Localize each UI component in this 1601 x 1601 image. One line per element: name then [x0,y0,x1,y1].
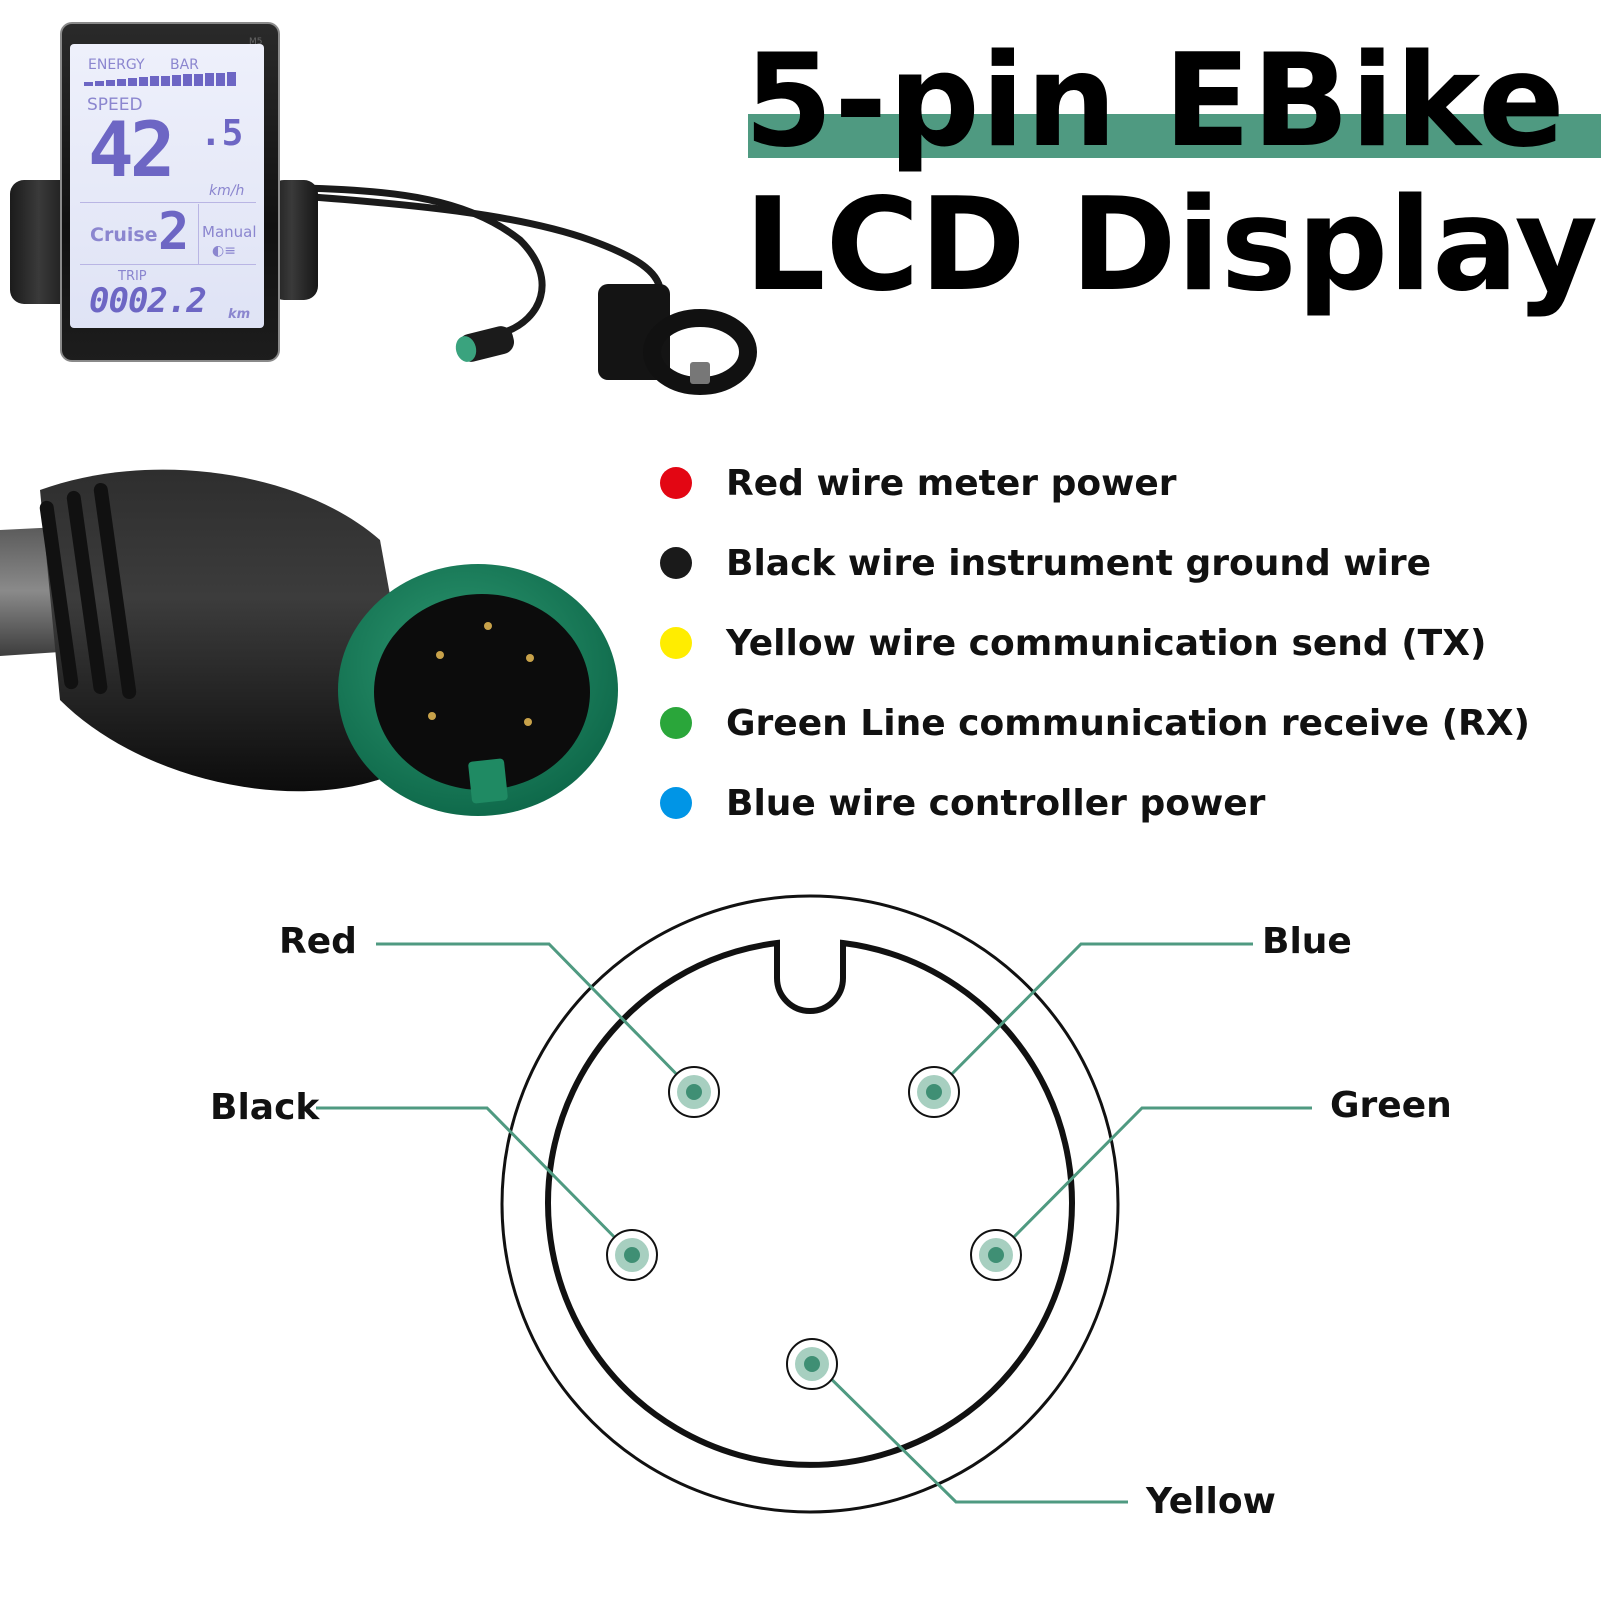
lcd-divider-2 [198,204,199,264]
trip-value: 0002.2 [89,281,207,321]
energy-bar-segments [84,72,254,86]
connector-plug-illustration [0,469,618,816]
pin-label-black: Black [210,1087,320,1128]
legend-item-blue: Blue wire controller power [660,775,1265,831]
display-cables [299,184,757,395]
speed-label: SPEED [87,95,143,115]
yellow-dot-icon [660,627,692,659]
blue-dot-icon [660,787,692,819]
legend-label: Blue wire controller power [726,782,1266,824]
trip-label: TRIP [118,269,147,284]
lcd-divider-1 [80,202,256,203]
pin-red [668,1066,720,1118]
pin-blue [908,1066,960,1118]
legend-label: Yellow wire communication send (TX) [726,622,1487,664]
red-dot-icon [660,467,692,499]
leader-line-black [316,1106,634,1257]
cruise-level: 2 [158,202,190,262]
manual-label: Manual [202,223,257,241]
cruise-label: Cruise [90,224,158,246]
title-line-1: 5-pin EBike [744,27,1566,176]
lcd-divider-3 [80,264,256,265]
leader-line-blue [932,942,1253,1094]
connector-outer-ring [500,894,1120,1514]
bar-label: BAR [170,57,199,73]
pin-label-red: Red [279,921,357,962]
legend-item-yellow: Yellow wire communication send (TX) [660,615,1486,671]
energy-label: ENERGY [88,57,145,73]
headlight-icon: ◐≡ [212,243,236,259]
pin-black [606,1229,658,1281]
lcd-screen [70,44,264,328]
legend-label: Red wire meter power [726,462,1177,504]
legend-label: Black wire instrument ground wire [726,542,1432,584]
pin-label-green: Green [1330,1085,1452,1126]
speed-decimal: .5 [200,113,244,154]
legend-item-red: Red wire meter power [660,455,1177,511]
legend-item-black: Black wire instrument ground wire [660,535,1431,591]
leader-line-yellow [810,1358,1128,1504]
lcd-device-illustration: M5 ENERGY BAR SPEED 42 .5 km/h Cruise 2 … [0,0,760,410]
leader-line-red [376,942,696,1094]
connector-inner-ring-with-key [545,939,1075,1468]
connector-photo [0,430,640,850]
leader-line-green [994,1106,1312,1257]
pinout-diagram [316,894,1312,1514]
speed-unit: km/h [209,183,245,199]
legend-label: Green Line communication receive (RX) [726,702,1530,744]
pin-yellow [786,1338,838,1390]
title-highlight-stripe [748,114,1601,158]
legend-item-green: Green Line communication receive (RX) [660,695,1530,751]
green-dot-icon [660,707,692,739]
black-dot-icon [660,547,692,579]
trip-unit: km [228,307,251,322]
lcd-model-label: M5 [249,37,263,47]
speed-value: 42 [88,105,175,194]
title-line-2: LCD Display [744,171,1598,320]
pin-green [970,1229,1022,1281]
pin-label-yellow: Yellow [1146,1481,1276,1522]
pin-label-blue: Blue [1262,921,1352,962]
